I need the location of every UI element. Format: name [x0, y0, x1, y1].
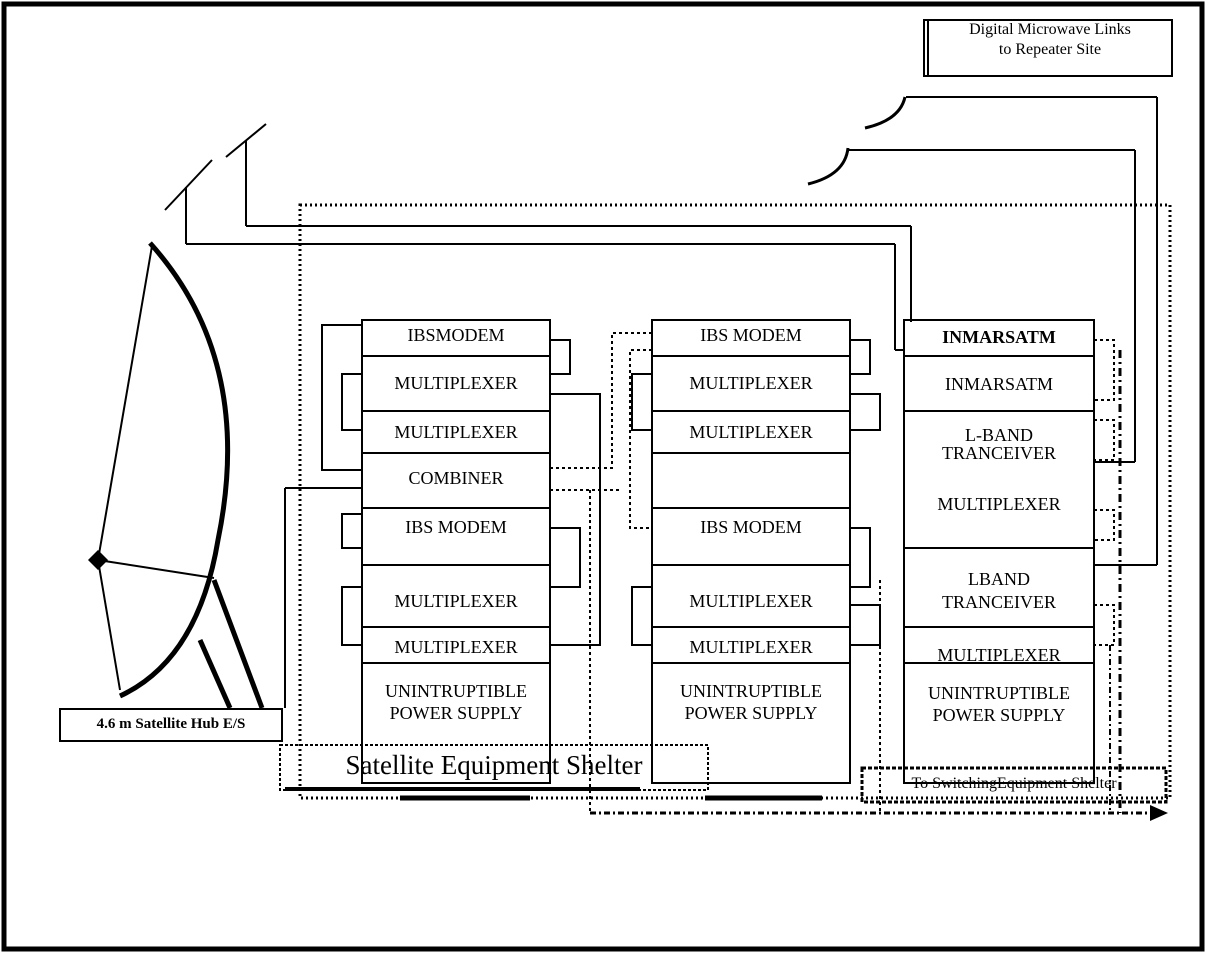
- shelter-outline: [298, 203, 1172, 800]
- cab1-ibs-modem-top: IBSMODEM: [407, 325, 505, 345]
- cab1-multiplexer-3: MULTIPLEXER: [394, 591, 518, 611]
- cab2-ibs-modem-bottom: IBS MODEM: [700, 517, 802, 537]
- microwave-dish-upper: [864, 96, 907, 130]
- cab3-lband-line1: L-BAND: [965, 425, 1033, 445]
- cab3-lband2-line1: LBAND: [968, 569, 1030, 589]
- cab1-multiplexer-1: MULTIPLEXER: [394, 373, 518, 393]
- hub-label-box: [59, 708, 283, 742]
- antenna-2: [225, 123, 267, 158]
- microwave-title-line2: to Repeater Site: [998, 41, 1102, 58]
- arrow-head: [1150, 805, 1168, 821]
- switching-label-box: [860, 766, 1168, 804]
- shelter-label-box: [279, 744, 709, 791]
- cab3-ups-line1: UNINTRUPTIBLE: [928, 683, 1070, 703]
- cab3-inmarsat-2: INMARSATM: [944, 374, 1054, 394]
- cab2-multiplexer-1: MULTIPLEXER: [689, 373, 813, 393]
- cab1-ups-line2: POWER SUPPLY: [389, 703, 523, 723]
- switching-label: To SwitchingEquipment Shelter: [911, 775, 1117, 792]
- satellite-dish: [118, 241, 231, 699]
- cabinet-2: [651, 319, 851, 784]
- cab1-ibs-modem-bottom: IBS MODEM: [405, 517, 507, 537]
- shelter-label: Satellite Equipment Shelter: [345, 750, 643, 780]
- cab2-ups-line1: UNINTRUPTIBLE: [680, 681, 822, 701]
- antenna-1: [164, 159, 213, 211]
- cab1-combiner: COMBINER: [408, 468, 504, 488]
- cab3-multiplexer-2: MULTIPLEXER: [937, 645, 1061, 665]
- cab1-multiplexer-2: MULTIPLEXER: [394, 422, 518, 442]
- cab2-multiplexer-4: MULTIPLEXER: [689, 637, 813, 657]
- cab2-ibs-modem-top: IBS MODEM: [700, 325, 802, 345]
- microwave-dish-lower: [807, 147, 850, 186]
- cab2-multiplexer-2: MULTIPLEXER: [689, 422, 813, 442]
- microwave-title-box: [923, 19, 1173, 77]
- cab2-ups-line2: POWER SUPPLY: [684, 703, 818, 723]
- cabinet-1: [361, 319, 551, 784]
- cabinet-3: [903, 319, 1095, 784]
- cab3-lband-line2: TRANCEIVER: [942, 443, 1056, 463]
- cab3-inmarsat-1: INMARSATM: [942, 327, 1056, 347]
- cab1-multiplexer-4: MULTIPLEXER: [394, 637, 518, 657]
- microwave-title-line1: Digital Microwave Links: [969, 21, 1131, 38]
- cab1-ups-line1: UNINTRUPTIBLE: [385, 681, 527, 701]
- cab3-lband2-line2: TRANCEIVER: [942, 592, 1056, 612]
- cab2-multiplexer-3: MULTIPLEXER: [689, 591, 813, 611]
- hub-label: 4.6 m Satellite Hub E/S: [96, 716, 246, 732]
- cab3-multiplexer-1: MULTIPLEXER: [937, 494, 1061, 514]
- cab3-ups-line2: POWER SUPPLY: [932, 705, 1066, 725]
